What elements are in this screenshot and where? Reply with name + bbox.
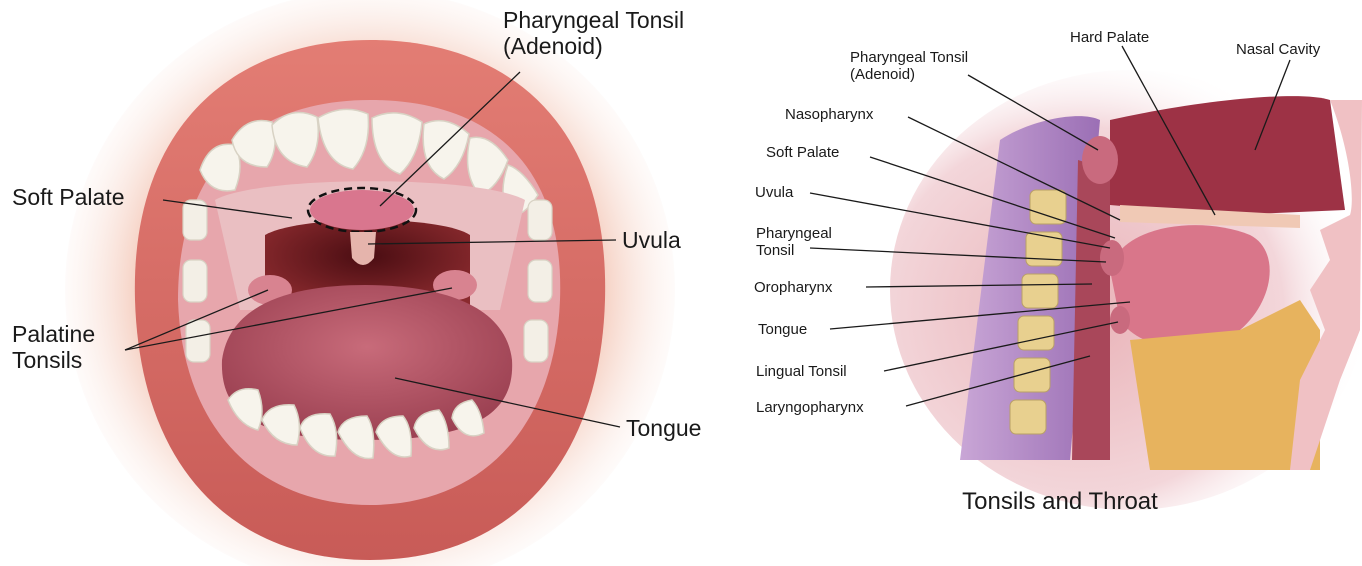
- side-label-lingual-tonsil: Lingual Tonsil: [756, 363, 847, 380]
- nasal-cavity-shape: [1110, 96, 1345, 215]
- side-view-illustration: [890, 70, 1362, 510]
- side-label-hard-palate: Hard Palate: [1070, 29, 1149, 46]
- front-label-pharyngeal-tonsil-2: (Adenoid): [503, 33, 603, 59]
- side-label-soft-palate: Soft Palate: [766, 144, 839, 161]
- side-label-nasopharynx: Nasopharynx: [785, 106, 874, 123]
- front-label-uvula: Uvula: [622, 227, 681, 253]
- side-caption: Tonsils and Throat: [962, 488, 1158, 515]
- side-label-pharyngeal-tonsil-1: Pharyngeal Tonsil: [850, 49, 968, 66]
- side-label-laryngopharynx: Laryngopharynx: [756, 399, 864, 416]
- front-label-palatine-tonsils-1: Palatine: [12, 321, 95, 347]
- side-label-oropharynx: Oropharynx: [754, 279, 833, 296]
- front-label-tongue: Tongue: [626, 415, 701, 441]
- adenoid-shape: [310, 190, 414, 230]
- front-label-pharyngeal-tonsil-1: Pharyngeal Tonsil: [503, 7, 684, 33]
- side-label-uvula: Uvula: [755, 184, 794, 201]
- front-label-palatine-tonsils-2: Tonsils: [12, 347, 82, 373]
- front-label-soft-palate: Soft Palate: [12, 184, 125, 210]
- side-label-pharyngeal-tonsil-b-2: Tonsil: [756, 242, 794, 259]
- pharynx: [1072, 160, 1110, 460]
- side-palatine-tonsil: [1100, 240, 1124, 276]
- side-label-pharyngeal-tonsil-2: (Adenoid): [850, 66, 915, 83]
- front-view-illustration: [65, 0, 675, 566]
- side-lingual-tonsil: [1110, 306, 1130, 334]
- uvula-shape: [350, 232, 376, 265]
- side-label-tongue: Tongue: [758, 321, 807, 338]
- side-label-pharyngeal-tonsil-b-1: Pharyngeal: [756, 225, 832, 242]
- side-label-nasal-cavity: Nasal Cavity: [1236, 41, 1321, 58]
